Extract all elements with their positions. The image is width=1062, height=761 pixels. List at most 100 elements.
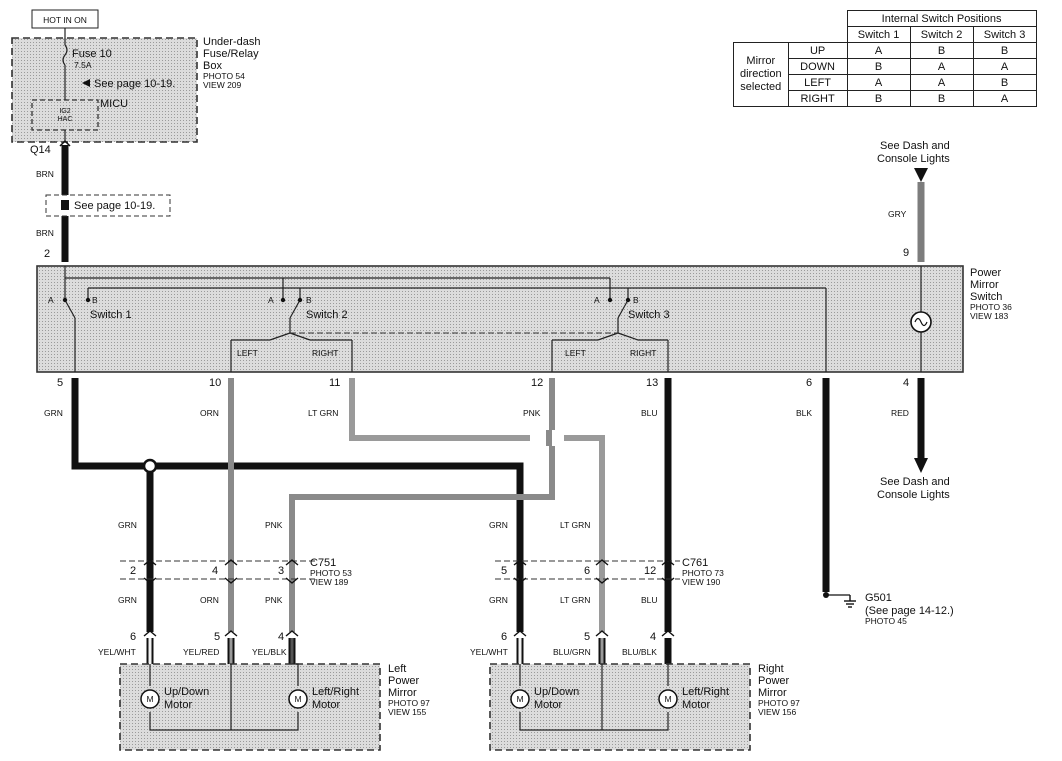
left-mirror-pin-4: 4 xyxy=(278,631,284,643)
wire-lt-grn-label-2: LT GRN xyxy=(560,520,590,530)
left-power-mirror-box xyxy=(119,663,381,751)
left-leftright-label-1: Left/Right xyxy=(312,686,359,698)
c751-pin-4: 4 xyxy=(212,565,218,577)
right-mirror-view: VIEW 156 xyxy=(758,707,797,717)
wire-lt-grn xyxy=(349,378,605,632)
fuse-rating: 7.5A xyxy=(74,60,92,70)
micu-box xyxy=(31,99,99,131)
mirror-lead-wires xyxy=(146,638,672,664)
connector-q14: Q14 xyxy=(30,144,51,156)
switch-contact-dots xyxy=(62,297,631,303)
left-mirror-view: VIEW 155 xyxy=(388,707,427,717)
fuse-name: Fuse 10 xyxy=(72,48,112,60)
wire-grn-label-5: GRN xyxy=(489,595,508,605)
feed-wire-label-top: BRN xyxy=(36,169,54,179)
fuse-box-title-2: Fuse/Relay xyxy=(203,48,259,60)
switch-view: VIEW 183 xyxy=(970,311,1009,321)
right-mirror-title-3: Mirror xyxy=(758,687,787,699)
pin-2: 2 xyxy=(44,248,50,260)
table-cell: B xyxy=(972,42,1037,59)
switch-left-label-1: LEFT xyxy=(237,348,258,358)
left-updown-motor-m: M xyxy=(146,694,153,704)
left-leftright-motor-icon xyxy=(288,689,308,709)
right-updown-motor-icon xyxy=(510,689,530,709)
right-leftright-label-1: Left/Right xyxy=(682,686,729,698)
switch2-pos-b: B xyxy=(306,295,312,305)
table-cell: A xyxy=(972,58,1037,75)
ground-name: G501 xyxy=(865,592,892,604)
table-dir-right: RIGHT xyxy=(787,90,848,107)
wire-yel-red-label: YEL/RED xyxy=(183,647,219,657)
left-updown-motor-icon xyxy=(140,689,160,709)
left-updown-label-2: Motor xyxy=(164,699,192,711)
c751-view: VIEW 189 xyxy=(310,577,349,587)
dash-lights-top-1: See Dash and xyxy=(880,140,950,152)
table-dir-down: DOWN xyxy=(787,58,848,75)
wire-lt-grn-label-3: LT GRN xyxy=(560,595,590,605)
table-cell: B xyxy=(972,74,1037,91)
pin-9: 9 xyxy=(903,247,909,259)
dash-lights-top-arrow xyxy=(914,168,928,182)
fuse-box-view: VIEW 209 xyxy=(203,80,242,90)
right-updown-label-2: Motor xyxy=(534,699,562,711)
c761-name: C761 xyxy=(682,557,708,569)
table-cell: A xyxy=(972,90,1037,107)
right-mirror-pin-6: 6 xyxy=(501,631,507,643)
wire-blu-label-2: BLU xyxy=(641,595,658,605)
switch2-pos-a: A xyxy=(268,295,274,305)
splice-grn xyxy=(142,458,158,474)
wire-grn-label-3: GRN xyxy=(489,520,508,530)
wire-lt-grn-label-1: LT GRN xyxy=(308,408,338,418)
switch-positions-table: Internal Switch Positions Switch 1 Switc… xyxy=(733,10,1037,107)
left-leftright-motor-m: M xyxy=(294,694,301,704)
power-mirror-switch-box xyxy=(36,265,964,373)
switch-internal-wiring xyxy=(64,266,922,372)
table-row-header: Mirror direction selected xyxy=(733,42,789,107)
wire-yel-blk-label: YEL/BLK xyxy=(252,647,287,657)
table-dir-up: UP xyxy=(787,42,848,59)
wire-orn-label-2: ORN xyxy=(200,595,219,605)
wire-blu-label-1: BLU xyxy=(641,408,658,418)
c761-pin-12: 12 xyxy=(644,565,656,577)
left-mirror-pin-6: 6 xyxy=(130,631,136,643)
ground-icon xyxy=(844,595,856,608)
table-cell: A xyxy=(909,74,974,91)
right-mirror-pin-4: 4 xyxy=(650,631,656,643)
switch-right-label-1: RIGHT xyxy=(312,348,338,358)
switch1-pos-a: A xyxy=(48,295,54,305)
wire-grn-label-4: GRN xyxy=(118,595,137,605)
ig2-label: IG2 xyxy=(59,108,70,115)
fuse-wire xyxy=(62,28,68,142)
left-mirror-internal-wiring xyxy=(149,663,299,731)
wire-yel-wht-label-1: YEL/WHT xyxy=(98,647,136,657)
right-mirror-photo: PHOTO 97 xyxy=(758,698,800,708)
right-mirror-title-2: Power xyxy=(758,675,790,687)
c751-pin-3: 3 xyxy=(278,565,284,577)
wire-grn-label-2: GRN xyxy=(118,520,137,530)
switch3-pos-b: B xyxy=(633,295,639,305)
switch2-label: Switch 2 xyxy=(306,309,348,321)
pin-12: 12 xyxy=(531,377,543,389)
splice-note-box xyxy=(45,194,171,217)
wire-blk-label: BLK xyxy=(796,408,812,418)
wire-orn-label-1: ORN xyxy=(200,408,219,418)
dash-lights-bottom-2: Console Lights xyxy=(877,489,950,501)
pin-10: 10 xyxy=(209,377,221,389)
c751-photo: PHOTO 53 xyxy=(310,568,352,578)
right-updown-label-1: Up/Down xyxy=(534,686,579,698)
left-mirror-title-3: Mirror xyxy=(388,687,417,699)
hot-tag: HOT IN ON xyxy=(43,15,87,25)
table-title: Internal Switch Positions xyxy=(846,10,1037,27)
feed-wire-label-bottom: BRN xyxy=(36,228,54,238)
ground-note: (See page 14-12.) xyxy=(865,605,954,617)
wire-blu-blk-label: BLU/BLK xyxy=(622,647,657,657)
left-mirror-title-2: Power xyxy=(388,675,420,687)
dash-lights-bottom-arrow xyxy=(914,458,928,473)
right-mirror-title-1: Right xyxy=(758,663,784,675)
fuse-box-title-1: Under-dash xyxy=(203,36,260,48)
table-cell: A xyxy=(909,58,974,75)
table-cell: A xyxy=(846,42,911,59)
table-cell: B xyxy=(846,58,911,75)
c761-pin-5: 5 xyxy=(501,565,507,577)
